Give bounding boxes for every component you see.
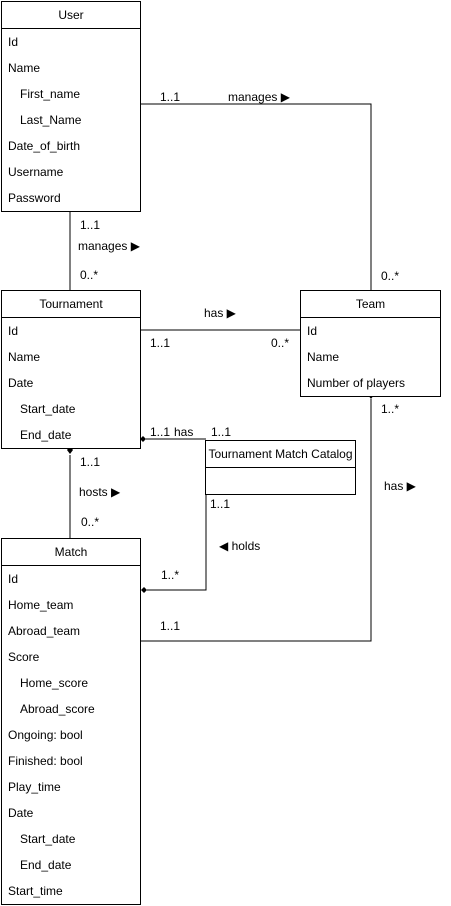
entity-field: Id <box>8 35 19 49</box>
entity-field: Name <box>8 350 41 364</box>
entity-field: Score <box>8 650 40 664</box>
entity-field: Username <box>8 165 64 179</box>
tournament-match-mult-tournament: 1..1 <box>80 455 101 469</box>
link-catalog-match <box>147 465 207 591</box>
entity-field: Abroad_score <box>20 702 95 716</box>
tournament-entity-title: Tournament <box>2 291 140 318</box>
entity-field: Start_date <box>20 832 76 846</box>
link-user-team <box>140 103 372 291</box>
entity-field: Home_team <box>8 598 74 612</box>
entity-field: Start_time <box>8 884 63 898</box>
user-tournament-mult-user: 1..1 <box>80 218 101 232</box>
user-tournament-label: manages ▶ <box>78 239 140 253</box>
entity-field: Id <box>307 324 318 338</box>
tournament-catalog-mult-catalog: 1..1 <box>211 425 232 439</box>
match-entity-title: Match <box>2 539 140 566</box>
tournament-match-mult-match: 0..* <box>81 515 100 529</box>
entity-field: Start_date <box>20 402 76 416</box>
entity-field: Finished: bool <box>8 754 83 768</box>
entity-field: Name <box>8 61 41 75</box>
catalog-match-mult-match: 1..* <box>161 568 180 582</box>
catalog-entity-title: Tournament Match Catalog <box>206 441 355 468</box>
entity-field: Id <box>8 324 19 338</box>
user-entity-title: User <box>2 2 140 29</box>
tournament-team-mult-team: 0..* <box>271 336 290 350</box>
user-team-mult-user: 1..1 <box>160 90 181 104</box>
tournament-team-mult-tournament: 1..1 <box>150 336 171 350</box>
entity-field: Abroad_team <box>8 624 81 638</box>
entity-field: Play_time <box>8 780 61 794</box>
catalog-match-mult-catalog: 1..1 <box>210 497 231 511</box>
entity-field: Id <box>8 572 19 586</box>
entity-field: End_date <box>20 858 72 872</box>
entity-field: Last_Name <box>20 113 82 127</box>
entity-field: Date <box>8 806 34 820</box>
tournament-match-label: hosts ▶ <box>79 485 121 499</box>
team-match-mult-match: 1..1 <box>160 619 181 633</box>
composition-diamond-catalog <box>140 436 146 442</box>
user-team-mult-team: 0..* <box>381 269 400 283</box>
team-match-mult-team: 1..* <box>381 402 400 416</box>
team-entity-title: Team <box>301 291 440 318</box>
link-team-match <box>140 399 372 642</box>
composition-diamond-catalog-match <box>141 587 147 593</box>
entity-field: Password <box>8 191 61 205</box>
entity-field: End_date <box>20 428 72 442</box>
catalog-empty-section <box>206 468 355 494</box>
entity-field: Name <box>307 350 340 364</box>
user-tournament-mult-tournament: 0..* <box>80 268 99 282</box>
entity-field: Ongoing: bool <box>8 728 83 742</box>
catalog-match-label: ◀ holds <box>219 539 261 553</box>
tournament-catalog-label: has <box>174 425 194 439</box>
tournament-catalog-mult-tournament: 1..1 <box>150 425 171 439</box>
entity-field: Home_score <box>20 676 89 690</box>
user-team-label: manages ▶ <box>228 90 290 104</box>
entity-field: Date_of_birth <box>8 139 81 153</box>
entity-field: Date <box>8 376 34 390</box>
tournament-team-label: has ▶ <box>204 306 236 320</box>
entity-field: First_name <box>20 87 81 101</box>
entity-field: Number of players <box>307 376 406 390</box>
catalog-entity: Tournament Match Catalog <box>205 440 356 495</box>
team-match-label: has ▶ <box>384 479 416 493</box>
